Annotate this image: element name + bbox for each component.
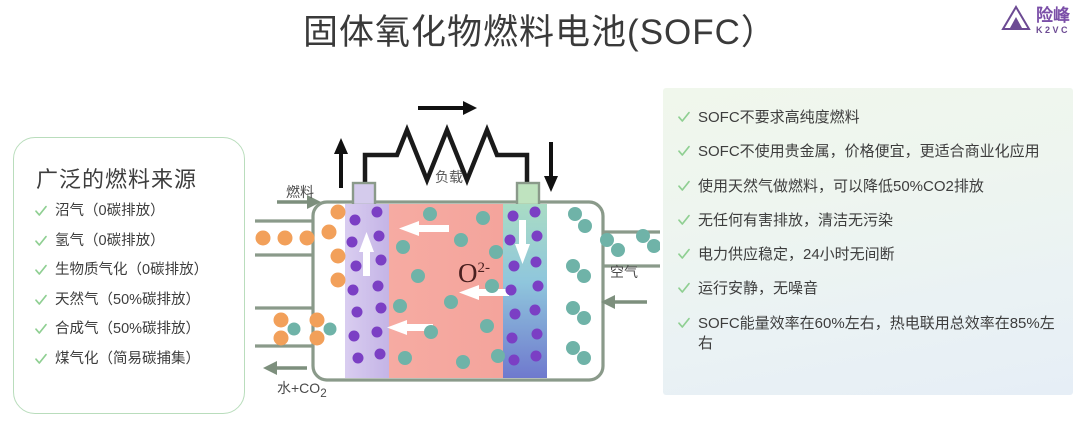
electron-particles-anode xyxy=(346,206,387,364)
list-item: SOFC能量效率在60%左右，热电联用总效率在85%左右 xyxy=(677,314,1055,355)
check-icon xyxy=(34,234,48,248)
exhaust-label-text: 水+CO xyxy=(277,380,321,396)
list-item: 氢气（0碳排放） xyxy=(34,232,244,252)
exhaust-label: 水+CO2 xyxy=(277,378,327,400)
list-item: 煤气化（简易碳捕集） xyxy=(34,350,244,370)
list-item: 使用天然气做燃料，可以降低50%CO2排放 xyxy=(677,177,1055,197)
check-icon xyxy=(34,352,48,366)
list-item-label: SOFC能量效率在60%左右，热电联用总效率在85%左右 xyxy=(698,314,1055,352)
list-item-label: 天然气（50%碳排放） xyxy=(55,291,201,308)
list-item-label: 煤气化（简易碳捕集） xyxy=(55,350,200,367)
check-icon xyxy=(677,179,691,193)
triangle-mountain-icon xyxy=(1001,4,1031,37)
sofc-diagram-svg xyxy=(255,101,660,382)
check-icon xyxy=(34,293,48,307)
fuel-sources-title: 广泛的燃料来源 xyxy=(36,167,198,192)
benefits-list: SOFC不要求高纯度燃料 SOFC不使用贵金属，价格便宜，更适合商业化应用 使用… xyxy=(677,108,1055,354)
exhaust-molecules xyxy=(273,312,337,346)
list-item: SOFC不要求高纯度燃料 xyxy=(677,108,1055,128)
list-item: 生物质气化（0碳排放） xyxy=(34,261,244,281)
current-arrow-down-icon xyxy=(544,142,558,192)
list-item-label: 电力供应稳定，24小时无间断 xyxy=(698,246,895,263)
check-icon xyxy=(34,263,48,277)
list-item-label: SOFC不使用贵金属，价格便宜，更适合商业化应用 xyxy=(698,143,1040,161)
oxygen-molecules xyxy=(566,207,660,365)
sofc-cell-diagram: 燃料 负载 空气 水+CO2 O2- xyxy=(255,80,660,415)
oxide-ion-particles xyxy=(393,207,505,369)
list-item: 合成气（50%碳排放） xyxy=(34,320,244,340)
fuel-sources-list: 沼气（0碳排放） 氢气（0碳排放） 生物质气化（0碳排放） 天然气（50%碳排放… xyxy=(14,202,244,369)
fuel-label: 燃料 xyxy=(286,184,314,200)
list-item: 沼气（0碳排放） xyxy=(34,202,244,222)
page-title: 固体氧化物燃料电池(SOFC） xyxy=(303,13,777,52)
air-inlet-arrow-icon xyxy=(601,295,647,309)
check-icon xyxy=(677,316,691,330)
list-item: 电力供应稳定，24小时无间断 xyxy=(677,245,1055,265)
list-item: 天然气（50%碳排放） xyxy=(34,291,244,311)
fuel-inlet-arrow-icon xyxy=(277,195,321,209)
oxide-ion-label: O2- xyxy=(458,258,490,289)
list-item-label: 生物质气化（0碳排放） xyxy=(55,262,209,279)
check-icon xyxy=(677,213,691,227)
check-icon xyxy=(677,110,691,124)
list-item: 运行安静，无噪音 xyxy=(677,279,1055,299)
check-icon xyxy=(34,322,48,336)
logo-cn-text: 险峰 xyxy=(1035,5,1070,25)
logo-en-text: K2VC xyxy=(1035,24,1070,35)
external-circuit xyxy=(362,123,530,190)
exhaust-outlet-arrow-icon xyxy=(263,361,307,375)
benefits-card: SOFC不要求高纯度燃料 SOFC不使用贵金属，价格便宜，更适合商业化应用 使用… xyxy=(663,88,1073,395)
exhaust-label-sub: 2 xyxy=(320,386,327,400)
anode-terminal xyxy=(351,181,377,207)
list-item-label: 氢气（0碳排放） xyxy=(55,232,165,249)
oxide-ion-charge: 2- xyxy=(477,260,491,276)
logo-wordmark: 险峰 K2VC xyxy=(1036,7,1070,35)
list-item-label: 运行安静，无噪音 xyxy=(698,280,819,298)
electron-flow-arrow-icon xyxy=(418,101,477,115)
load-label: 负载 xyxy=(435,169,463,185)
electron-particles-cathode xyxy=(504,206,544,366)
fuel-particles xyxy=(255,204,346,288)
list-item-label: 无任何有害排放，清洁无污染 xyxy=(698,211,894,229)
cathode-terminal xyxy=(515,181,541,207)
current-arrow-up-icon xyxy=(334,138,348,188)
list-item-label: 沼气（0碳排放） xyxy=(55,203,165,219)
air-label: 空气 xyxy=(610,264,638,280)
list-item: 无任何有害排放，清洁无污染 xyxy=(677,211,1055,231)
list-item-label: 使用天然气做燃料，可以降低50%CO2排放 xyxy=(698,177,984,195)
fuel-sources-card: 广泛的燃料来源 沼气（0碳排放） 氢气（0碳排放） 生物质气化（0碳排放） 天然… xyxy=(13,137,245,414)
check-icon xyxy=(677,144,691,158)
check-icon xyxy=(677,247,691,261)
list-item-label: SOFC不要求高纯度燃料 xyxy=(698,109,860,126)
brand-logo: 险峰 K2VC xyxy=(1001,4,1070,37)
list-item-label: 合成气（50%碳排放） xyxy=(55,321,201,338)
list-item: SOFC不使用贵金属，价格便宜，更适合商业化应用 xyxy=(677,142,1055,162)
check-icon xyxy=(677,281,691,295)
oxide-ion-symbol: O xyxy=(458,258,478,288)
check-icon xyxy=(34,204,48,218)
